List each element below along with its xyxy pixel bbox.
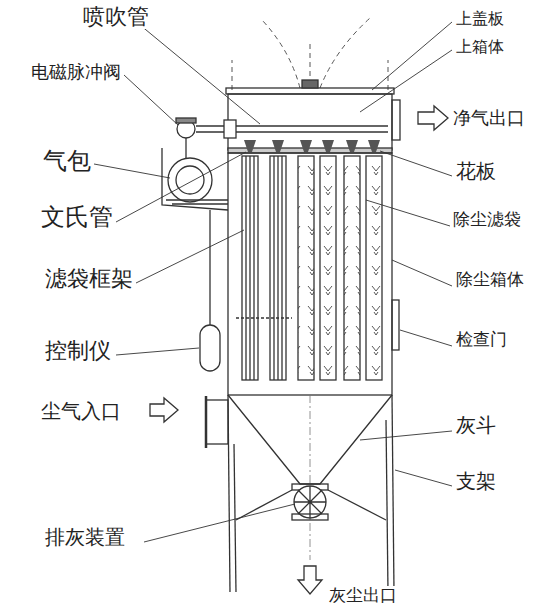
- outlet-arrow: [298, 566, 322, 594]
- housing: [228, 153, 392, 395]
- support: [228, 395, 394, 592]
- part-label: 除尘箱体: [455, 270, 525, 290]
- part-label: 支架: [455, 470, 497, 493]
- part-label: 滤袋框架: [44, 266, 134, 291]
- part-label: 排灰装置: [44, 526, 126, 549]
- part-label: 上盖板: [455, 10, 505, 28]
- part-label: 电磁脉冲阀: [30, 62, 122, 83]
- part-label: 花板: [455, 160, 497, 183]
- inspection-door: [392, 300, 399, 350]
- bag-frame: [236, 156, 292, 380]
- part-label: 检查门: [455, 330, 508, 350]
- top-cover: [226, 88, 394, 94]
- part-label: 除尘滤袋: [452, 210, 522, 230]
- controller: [200, 325, 220, 371]
- part-label: 喷吹管: [82, 4, 150, 29]
- part-label: 文氏管: [40, 204, 114, 232]
- part-label: 净气出口: [452, 108, 526, 129]
- inlet-flange: [206, 400, 228, 444]
- leader-line: [94, 20, 452, 542]
- part-label: 气包: [42, 148, 92, 176]
- part-label: 灰斗: [455, 414, 497, 437]
- part-label: 控制仪: [44, 338, 112, 363]
- inlet-arrow: [150, 398, 178, 422]
- part-label: 上箱体: [455, 38, 505, 56]
- outlet-flange: [392, 100, 400, 140]
- rotary-valve: [294, 486, 326, 518]
- air-bag: [168, 158, 212, 202]
- outlet-arrow: [418, 106, 448, 130]
- filter-bag: [298, 156, 382, 380]
- part-label: 灰尘出口: [328, 586, 398, 606]
- part-label: 尘气入口: [40, 400, 122, 423]
